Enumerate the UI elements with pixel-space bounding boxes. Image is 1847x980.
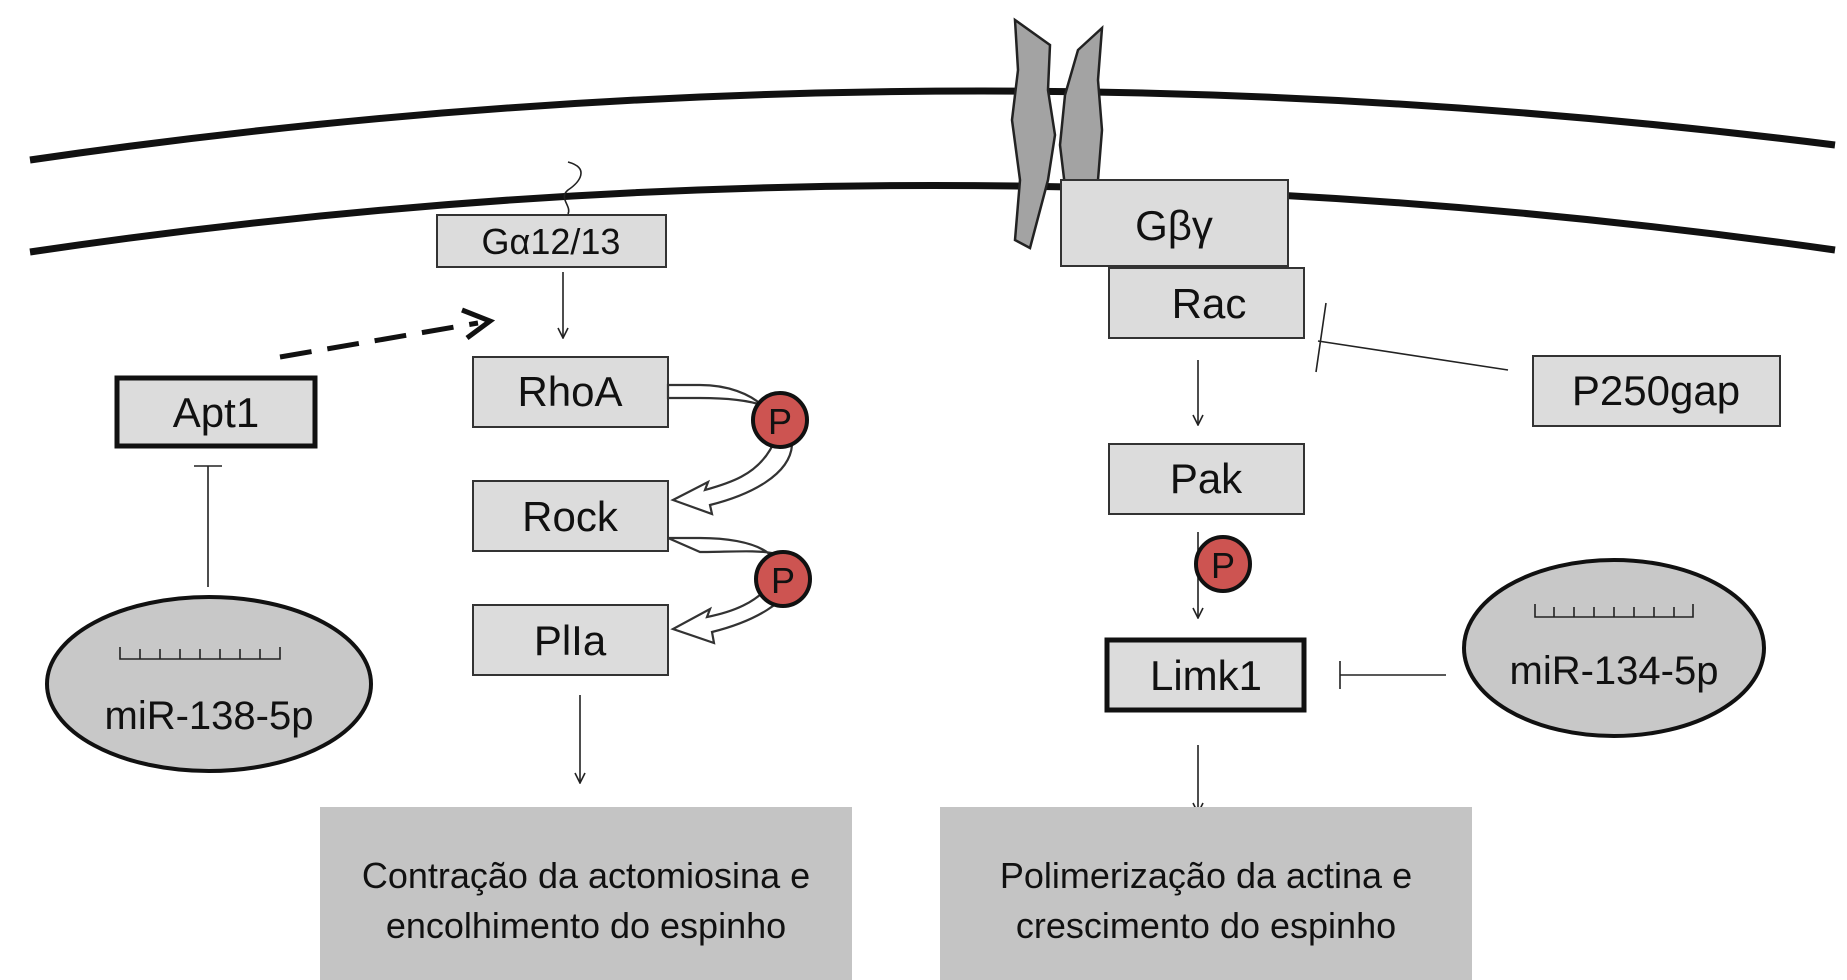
lipid-anchor-icon <box>563 161 582 215</box>
apt1-node: Apt1 <box>114 375 318 449</box>
actin-outcome-box: Polimerização da actina e crescimento do… <box>940 807 1472 980</box>
limk1-node: Limk1 <box>1104 637 1307 713</box>
phosphate-badge-1: P <box>751 391 809 449</box>
galpha-node: Gα12/13 <box>436 161 667 268</box>
actomyosin-outcome-box: Contração da actomiosina e encolhimento … <box>320 807 852 980</box>
mirna-strand-icon <box>1534 604 1694 618</box>
phosphate-badge-2: P <box>754 550 812 608</box>
cell-membrane <box>29 87 1836 256</box>
rac-label: Rac <box>1172 280 1247 327</box>
galpha-label: Gα12/13 <box>482 221 621 262</box>
mir134-label: miR-134-5p <box>1510 649 1719 693</box>
gbg-label: Gβγ <box>1135 202 1213 249</box>
rac-node: Rac <box>1108 267 1305 339</box>
mir138-label: miR-138-5p <box>105 694 314 738</box>
phosphate-label: P <box>768 401 792 442</box>
plla-node: PlIa <box>472 604 669 676</box>
rhoa-node: RhoA <box>472 356 669 428</box>
left-outcome-line2: encolhimento do espinho <box>386 905 786 946</box>
mir138-inhibits-apt1 <box>194 465 222 587</box>
phosphate-label: P <box>771 560 795 601</box>
mir134-inhibits-limk1 <box>1339 661 1446 689</box>
pak-node: Pak <box>1108 443 1305 515</box>
rhoa-label: RhoA <box>517 368 622 415</box>
rock-node: Rock <box>472 480 669 552</box>
p250gap-inhibits-rac <box>1315 302 1509 373</box>
mir134-node: miR-134-5p <box>1462 558 1766 738</box>
apt1-to-galpha-dashed-arrow <box>279 307 496 360</box>
apt1-label: Apt1 <box>173 389 259 436</box>
p250gap-label: P250gap <box>1572 367 1740 414</box>
plla-label: PlIa <box>534 617 607 664</box>
mirna-strand-icon <box>119 647 281 660</box>
right-outcome-line1: Polimerização da actina e <box>1000 855 1412 896</box>
left-outcome-line1: Contração da actomiosina e <box>362 855 810 896</box>
mir138-node: miR-138-5p <box>45 595 373 773</box>
pak-label: Pak <box>1170 455 1243 502</box>
phosphate-label: P <box>1211 545 1235 586</box>
limk1-label: Limk1 <box>1150 652 1262 699</box>
rock-label: Rock <box>522 493 619 540</box>
p250gap-node: P250gap <box>1532 355 1781 427</box>
phosphate-badge-3: P <box>1194 535 1252 593</box>
right-outcome-line2: crescimento do espinho <box>1016 905 1396 946</box>
gbg-node: Gβγ <box>1060 179 1289 267</box>
membrane-outer-line <box>29 87 1836 164</box>
membrane-inner-line <box>29 182 1836 256</box>
